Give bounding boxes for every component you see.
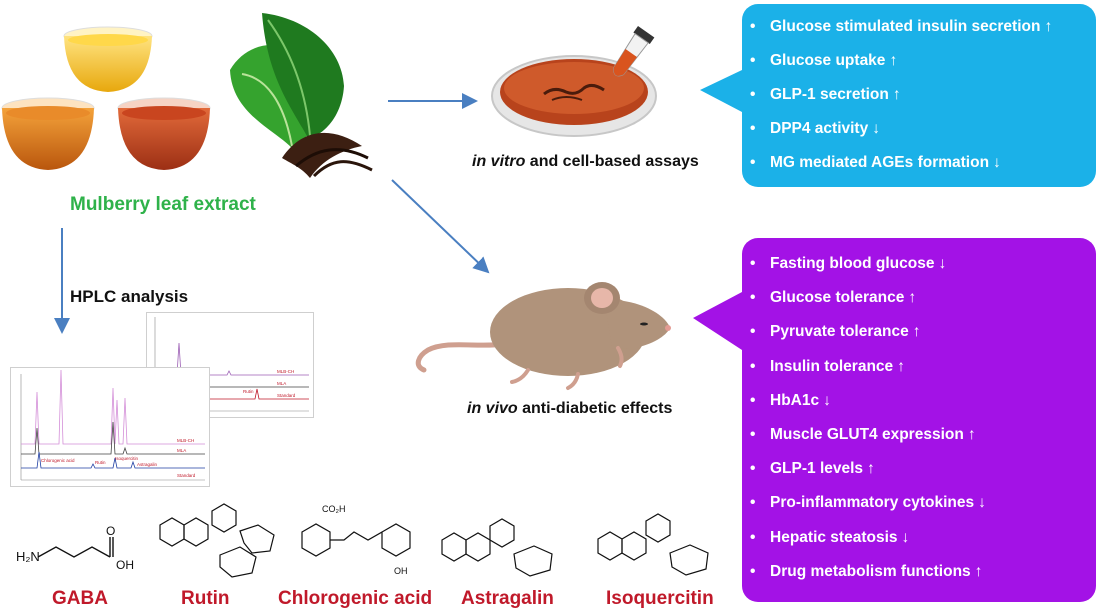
in-vivo-callout-pointer [693, 292, 742, 350]
arrow-up-icon: ↑ [974, 562, 983, 580]
rutin-structure-icon [159, 503, 275, 578]
in-vivo-effect-item: Hepatic steatosis↓ [742, 529, 1096, 563]
in-vivo-effect-item: Pyruvate tolerance↑ [742, 323, 1096, 357]
compound-name-gaba: GABA [52, 588, 108, 609]
arrow-up-icon: ↑ [867, 460, 875, 478]
svg-text:O: O [106, 525, 115, 538]
in-vivo-effect-item: Muscle GLUT4 expression↑ [742, 426, 1096, 460]
arrow-up-icon: ↑ [889, 52, 898, 69]
arrow-down-icon: ↓ [938, 255, 947, 272]
in-vivo-effect-item: HbA1c↓ [742, 392, 1096, 426]
arrow-down-icon: ↓ [901, 528, 910, 546]
petri-dish-illustration [491, 26, 657, 137]
arrow-down-icon: ↓ [872, 120, 880, 137]
in-vitro-effect-item: DPP4 activity↓ [742, 120, 1096, 154]
hplc-label: HPLC analysis [70, 287, 189, 306]
svg-text:OH: OH [116, 558, 134, 572]
arrow-up-icon: ↑ [897, 357, 905, 375]
in-vitro-effect-item: Glucose stimulated insulin secretion↑ [742, 18, 1096, 52]
gaba-structure-icon: H₂N O OH [16, 525, 134, 572]
mouse-illustration [415, 282, 671, 390]
svg-text:H₂N: H₂N [16, 549, 40, 564]
in-vivo-effects-box: Fasting blood glucose↓ Glucose tolerance… [742, 238, 1096, 602]
mulberry-leaf-icon [230, 13, 373, 178]
arrow-up-icon: ↑ [892, 86, 901, 103]
hplc-chromatogram-front: MLB-CH MLA Standard Chlorogenic acid Rut… [10, 367, 210, 487]
arrow-up-icon: ↑ [967, 425, 976, 443]
in-vitro-effect-item: Glucose uptake↑ [742, 52, 1096, 86]
arrow-down-icon: ↓ [978, 494, 986, 512]
svg-text:Standard: Standard [277, 393, 296, 398]
compound-name-isoquercitin: Isoquercitin [606, 588, 714, 609]
in-vivo-effect-item: Pro-inflammatory cytokines↓ [742, 494, 1096, 528]
arrow-up-icon: ↑ [1044, 18, 1053, 35]
arrow-up-icon: ↑ [908, 289, 917, 307]
arrow-to-in-vivo [391, 179, 490, 274]
svg-text:OH: OH [394, 566, 408, 576]
chlorogenic-acid-structure-icon: CO₂H OH [301, 504, 411, 576]
svg-text:MLA: MLA [177, 448, 186, 453]
arrow-down-icon: ↓ [823, 391, 831, 409]
astragalin-structure-icon [441, 518, 553, 577]
arrow-down-icon: ↓ [993, 154, 1001, 171]
arrow-up-icon: ↑ [912, 323, 921, 341]
extract-label: Mulberry leaf extract [70, 194, 256, 215]
in-vitro-effects-box: Glucose stimulated insulin secretion↑ Gl… [742, 4, 1096, 187]
svg-text:MLB-CH: MLB-CH [277, 369, 294, 374]
in-vivo-effects-list: Fasting blood glucose↓ Glucose tolerance… [742, 238, 1096, 597]
extract-bowls-illustration [1, 26, 211, 170]
svg-text:Rutin: Rutin [95, 460, 106, 465]
in-vitro-effect-item: MG mediated AGEs formation↓ [742, 154, 1096, 188]
in-vitro-callout-pointer [700, 70, 742, 112]
svg-text:MLA: MLA [277, 381, 286, 386]
svg-text:CO₂H: CO₂H [322, 504, 346, 514]
in-vivo-effect-item: GLP-1 levels↑ [742, 460, 1096, 494]
in-vivo-effect-item: Glucose tolerance↑ [742, 289, 1096, 323]
in-vitro-effects-list: Glucose stimulated insulin secretion↑ Gl… [742, 4, 1096, 188]
in-vivo-effect-item: Drug metabolism functions↑ [742, 563, 1096, 597]
svg-text:Astragalin: Astragalin [137, 462, 158, 467]
in-vivo-effect-item: Insulin tolerance↑ [742, 358, 1096, 392]
compound-name-chlorogenic-acid: Chlorogenic acid [278, 588, 433, 609]
svg-text:MLB-CH: MLB-CH [177, 438, 194, 443]
svg-text:Standard: Standard [177, 473, 196, 478]
svg-text:Isoquercitin: Isoquercitin [115, 456, 139, 461]
in-vitro-label: in vitro and cell-based assays [472, 153, 699, 170]
compound-name-rutin: Rutin [181, 588, 230, 609]
in-vivo-label: in vivo anti-diabetic effects [467, 400, 673, 417]
svg-text:Rutin: Rutin [243, 389, 254, 394]
isoquercitin-structure-icon [597, 513, 709, 576]
in-vitro-effect-item: GLP-1 secretion↑ [742, 86, 1096, 120]
compound-name-astragalin: Astragalin [461, 588, 554, 609]
svg-text:Chlorogenic acid: Chlorogenic acid [41, 458, 75, 463]
in-vivo-effect-item: Fasting blood glucose↓ [742, 255, 1096, 289]
